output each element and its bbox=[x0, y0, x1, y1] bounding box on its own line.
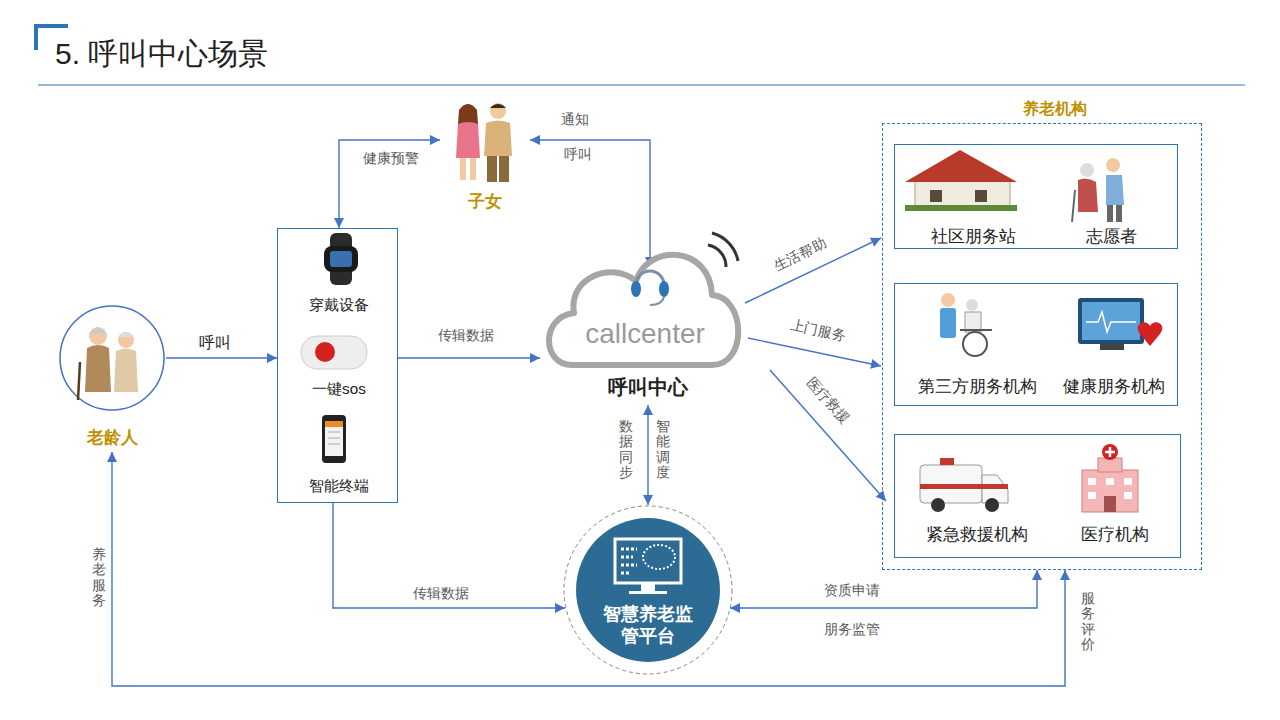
node-text: 紧急救援机构 bbox=[926, 525, 1028, 545]
node-text: 智慧养老监管平台 bbox=[598, 604, 698, 647]
free-label: 呼叫 bbox=[562, 146, 594, 163]
service-box: 第三方朋务机构 健康朋务机构 bbox=[894, 283, 1178, 406]
call-center-cloud: callcenter 呼叫中心 bbox=[540, 225, 745, 405]
node-text: 呼叫中心 bbox=[608, 375, 688, 399]
connector bbox=[166, 357, 277, 358]
node-text: 第三方朋务机构 bbox=[918, 377, 1037, 397]
ambulance-icon bbox=[920, 458, 1008, 512]
platform-circle-outline bbox=[563, 505, 733, 675]
connector bbox=[333, 503, 565, 608]
device-box: 穿戴设备一键sos 智能终端 bbox=[277, 228, 398, 503]
free-label: 服务评价 bbox=[1081, 589, 1095, 655]
title-rule bbox=[38, 85, 1245, 86]
page-title: 5. 呼叫中心场景 bbox=[55, 36, 268, 72]
edge-label: 传辑数据 bbox=[436, 327, 496, 344]
children-figure: 子女 bbox=[440, 98, 530, 215]
free-label: 智能调度 bbox=[656, 417, 670, 483]
hospital-icon bbox=[1082, 444, 1138, 512]
watch-icon bbox=[324, 233, 358, 285]
edge-label: 数据同步 bbox=[619, 417, 633, 483]
platform-circle: 智慧养老监管平台 bbox=[563, 505, 733, 675]
edge-label: 通知 bbox=[559, 111, 591, 128]
edge-label: 生活帮助 bbox=[769, 234, 830, 275]
edge-label: 健康预警 bbox=[361, 150, 421, 167]
free-label: 朋务监管 bbox=[822, 621, 882, 638]
connector bbox=[770, 370, 886, 501]
health-monitor-icon bbox=[1078, 298, 1162, 350]
elder-circle: 老龄人 bbox=[58, 304, 166, 452]
node-text: callcenter bbox=[585, 317, 704, 350]
institution-group: 养老机构社区朋务站志愿者第三方朋务机构健康朋务机构紧急救援机构医疗机构 bbox=[882, 123, 1202, 570]
connector bbox=[112, 452, 1065, 686]
edge-label: 医疗救援 bbox=[802, 372, 855, 428]
node-text: 一键sos bbox=[312, 380, 366, 398]
volunteer-icon bbox=[1072, 158, 1124, 222]
node-text: 志愿者 bbox=[1086, 227, 1137, 247]
house-icon bbox=[905, 150, 1017, 211]
node-text: 养老机构 bbox=[1023, 99, 1087, 118]
edge-label: 资质申请 bbox=[822, 582, 882, 599]
connector bbox=[647, 405, 648, 505]
edge-label: 传辑数据 bbox=[411, 585, 471, 602]
edge-label: 养老服务 bbox=[92, 545, 106, 611]
wheelchair-icon bbox=[940, 293, 992, 356]
node-text: 穿戴设备 bbox=[309, 296, 369, 314]
connector bbox=[398, 357, 540, 358]
sos-button-icon bbox=[301, 336, 367, 369]
service-box: 紧急救援机构 医疗机构 bbox=[894, 434, 1181, 558]
phone-icon bbox=[322, 415, 346, 463]
node-text: 智能终端 bbox=[309, 477, 369, 495]
service-box: 社区朋务站 志愿者 bbox=[894, 144, 1178, 249]
node-text: 社区朋务站 bbox=[931, 227, 1016, 247]
edge-label: 上门服务 bbox=[787, 316, 849, 345]
connector bbox=[748, 338, 881, 366]
node-text: 医疗机构 bbox=[1081, 525, 1149, 545]
node-text: 老龄人 bbox=[87, 428, 138, 448]
connector bbox=[530, 140, 650, 267]
edge-label: 呼叫 bbox=[197, 333, 233, 352]
node-text: 健康朋务机构 bbox=[1063, 377, 1165, 397]
connector bbox=[339, 140, 440, 228]
node-text: 子女 bbox=[468, 192, 502, 212]
connector bbox=[730, 570, 1037, 608]
